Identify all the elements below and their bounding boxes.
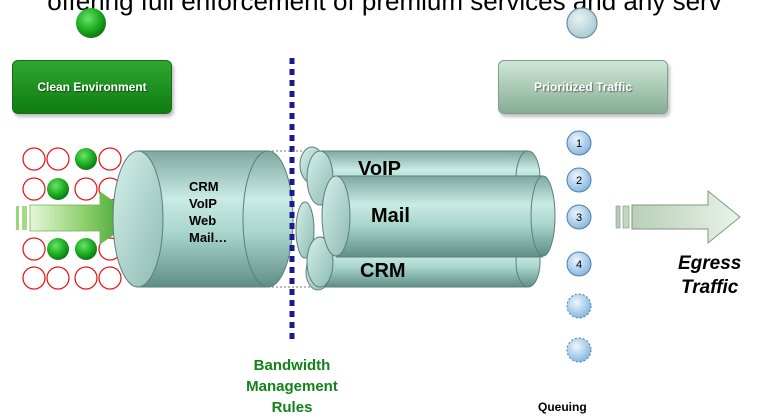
traffic-type: VoIP	[189, 196, 217, 211]
mixed-traffic-cylinder	[112, 150, 294, 288]
queue-slot-empty	[566, 293, 592, 319]
green-packet	[47, 238, 69, 260]
egress-traffic-label: Egress Traffic	[678, 252, 741, 300]
blue-status-dot	[566, 7, 598, 39]
crm-tube-label: CRM	[360, 260, 406, 282]
egress-arrow	[615, 189, 741, 245]
egress-line1: Egress	[678, 253, 742, 274]
green-packet	[75, 238, 97, 260]
queue-slot-empty	[566, 337, 592, 363]
traffic-type: Mail…	[189, 230, 228, 245]
green-packet	[47, 178, 69, 200]
bandwidth-line3: Rules	[271, 399, 313, 416]
queue-slot	[566, 204, 592, 230]
bandwidth-line2: Management	[246, 378, 338, 395]
tube-bundle	[268, 146, 556, 291]
queue-slot	[566, 167, 592, 193]
green-packet	[75, 148, 97, 170]
bandwidth-line1: Bandwidth	[253, 357, 331, 374]
queue: 1 2 3 4	[566, 130, 592, 363]
prioritized-traffic-label: Prioritized Traffic	[498, 60, 668, 114]
queuing-label: Queuing	[538, 400, 587, 414]
queue-slot	[566, 130, 592, 156]
traffic-type: Web	[189, 213, 217, 228]
queue-number: 1	[576, 138, 582, 150]
green-status-dot	[76, 8, 106, 38]
traffic-type-list: CRM VoIP Web Mail…	[189, 178, 227, 246]
egress-line2: Traffic	[680, 277, 739, 298]
ingress-arrow	[16, 191, 138, 245]
queue-number: 3	[576, 212, 582, 224]
header-text: offering full enforcement of premium ser…	[47, 0, 722, 16]
traffic-type: CRM	[189, 179, 219, 194]
mail-tube-label: Mail	[371, 205, 410, 227]
clean-environment-label: Clean Environment	[12, 60, 172, 114]
bandwidth-rules-label: Bandwidth Management Rules	[212, 355, 372, 418]
queue-number: 4	[576, 259, 582, 271]
queue-slot	[566, 251, 592, 277]
queue-number: 2	[576, 175, 582, 187]
voip-tube-label: VoIP	[358, 158, 401, 180]
